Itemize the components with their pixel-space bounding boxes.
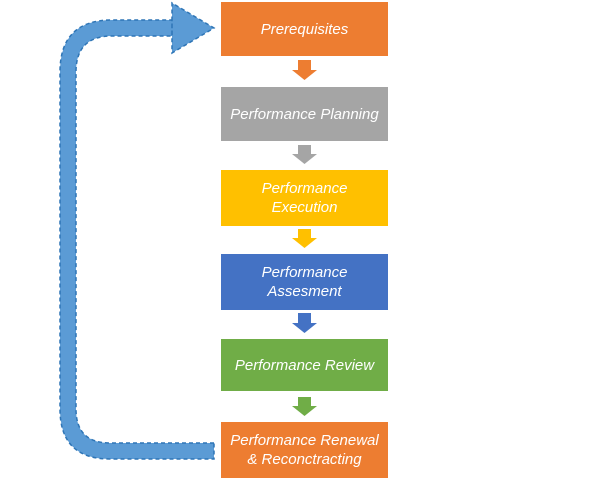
step-label: Performance Review [234,356,375,374]
connector-arrow-3 [292,229,317,248]
step-label: Performance Renewal & Reconctracting [230,432,379,468]
connector-arrow-5 [292,397,317,416]
feedback-loop-arrow [59,1,216,460]
connector-arrow-4 [292,313,317,333]
step-label: Performance Assesment [261,264,348,300]
step-label: Performance Planning [230,105,379,123]
step-label: Performance Execution [261,180,348,216]
step-prerequisites: Prerequisites [221,2,388,56]
step-label: Prerequisites [260,20,349,38]
step-performance-review: Performance Review [221,339,388,391]
step-performance-renewal: Performance Renewal & Reconctracting [221,422,388,478]
connector-arrow-1 [292,60,317,80]
step-performance-planning: Performance Planning [221,87,388,141]
connector-arrow-2 [292,145,317,164]
step-performance-assesment: Performance Assesment [221,254,388,310]
step-performance-execution: Performance Execution [221,170,388,226]
